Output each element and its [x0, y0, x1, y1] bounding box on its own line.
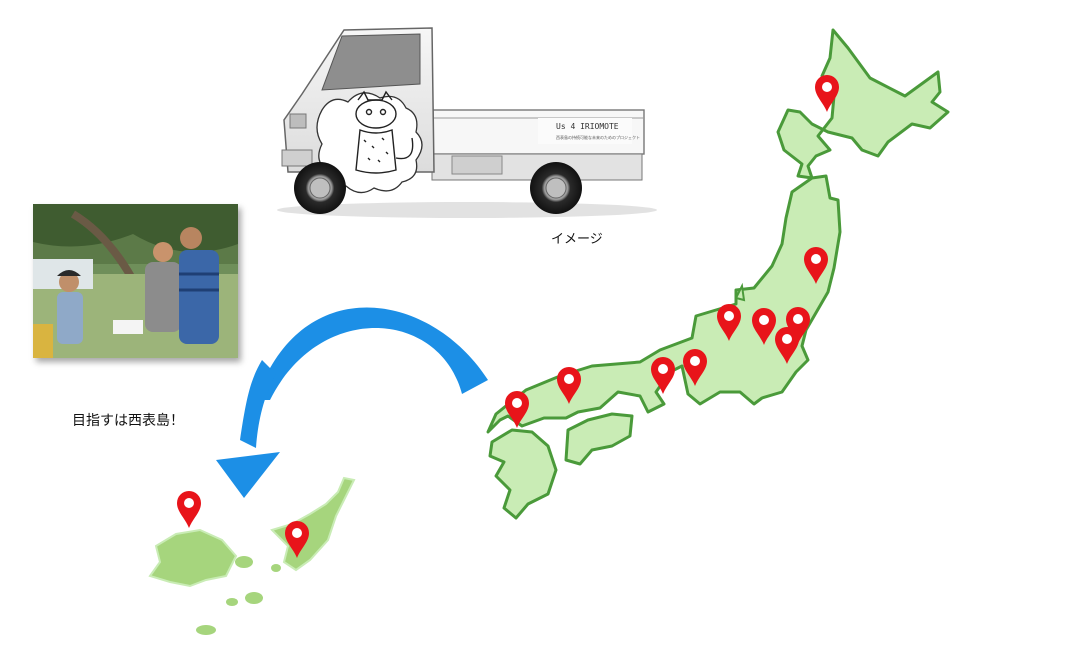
event-photo [33, 204, 238, 358]
direction-arrow [216, 307, 488, 498]
map-pin-icon [651, 357, 675, 394]
kei-truck-illustration: Us 4 IRIOMOTE 西表島の持続可能な未来のためのプロジェクト [277, 27, 657, 218]
honshu-region [486, 174, 842, 434]
hokkaido-region [776, 28, 950, 180]
destination-caption: 目指すは西表島！ [72, 413, 184, 429]
map-pin-icon [786, 307, 810, 344]
map-pin-icon [683, 349, 707, 386]
map-pin-icon [752, 308, 776, 345]
map-pin-icon [775, 327, 799, 364]
truck-logo-text: Us 4 IRIOMOTE [556, 122, 619, 131]
iriomote-island [148, 528, 238, 588]
truck-caption: イメージ [551, 232, 603, 247]
location-pins [177, 75, 839, 558]
map-pin-icon [815, 75, 839, 112]
map-pin-icon [285, 521, 309, 558]
map-pin-icon [804, 247, 828, 284]
map-pin-icon [177, 491, 201, 528]
truck-logo-subtext: 西表島の持続可能な未来のためのプロジェクト [556, 134, 640, 140]
map-pin-icon [505, 391, 529, 428]
shikoku-region [564, 412, 634, 466]
kyushu-region [488, 428, 558, 520]
ishigaki-island [270, 476, 356, 572]
map-pin-icon [717, 304, 741, 341]
map-pin-icon [557, 367, 581, 404]
